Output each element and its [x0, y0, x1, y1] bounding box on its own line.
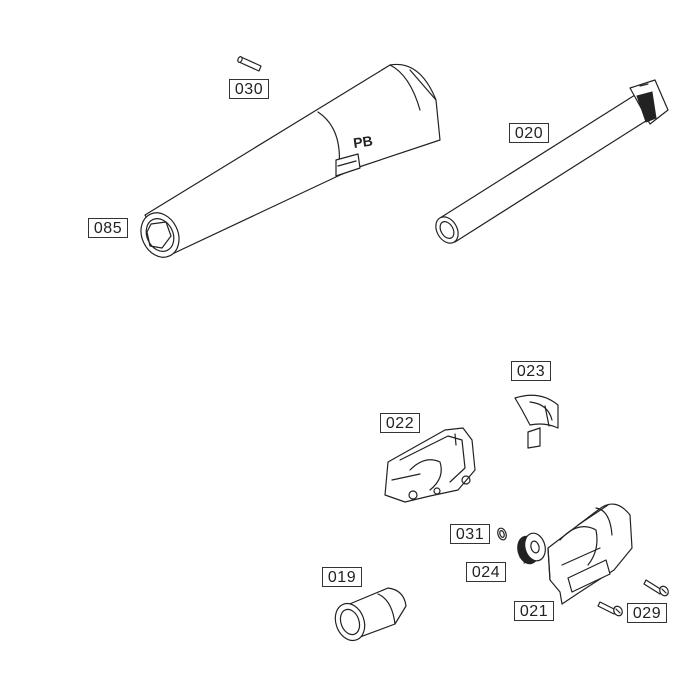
hop-up-wheel-024-drawing — [517, 532, 546, 565]
screw-029-drawing — [597, 579, 669, 617]
hop-up-clip-023-drawing — [514, 394, 559, 449]
barrel-marking: PB — [352, 132, 373, 151]
part-label-085: 085 — [88, 218, 128, 238]
o-ring-031-drawing — [497, 527, 507, 541]
pin-030-drawing — [237, 56, 262, 72]
part-label-021: 021 — [514, 601, 554, 621]
hop-up-chamber-left-022-drawing — [384, 427, 476, 503]
part-label-020: 020 — [509, 123, 549, 143]
part-label-022: 022 — [380, 413, 420, 433]
part-label-030: 030 — [229, 79, 269, 99]
inner-barrel-020-drawing — [435, 79, 669, 244]
part-label-019: 019 — [322, 567, 362, 587]
part-label-031: 031 — [450, 524, 490, 544]
hop-up-chamber-right-021-drawing — [547, 503, 633, 605]
part-label-023: 023 — [511, 361, 551, 381]
part-label-029: 029 — [627, 603, 667, 623]
hop-up-bucking-019-drawing — [334, 587, 407, 642]
outer-barrel-085-drawing: PB — [140, 63, 441, 258]
part-label-024: 024 — [466, 562, 506, 582]
